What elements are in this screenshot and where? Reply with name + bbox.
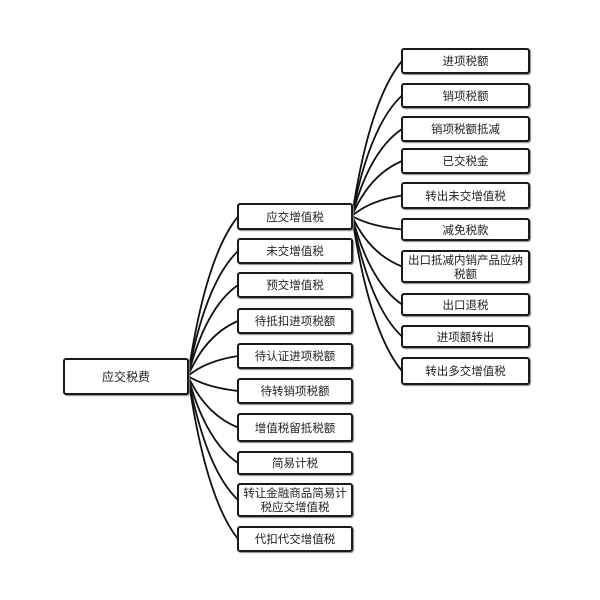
- connector-root-to-level1: [187, 375, 239, 429]
- node-input-tax-transfer-out: 进项额转出: [401, 325, 530, 348]
- connector-root-to-level1: [187, 215, 239, 377]
- connector-root-to-level1: [187, 375, 239, 464]
- connector-root-to-level1: [187, 375, 239, 501]
- connector-vat-to-level2: [351, 215, 403, 338]
- connector-root-to-level1: [187, 375, 239, 392]
- node-financial-products-simplified-vat: 转让金融商品简易计税应交增值税: [237, 483, 353, 517]
- connector-vat-to-level2: [351, 94, 403, 217]
- connector-root-to-level1: [187, 355, 239, 377]
- node-tax-paid: 已交税金: [401, 148, 530, 174]
- node-input-tax-to-certify: 待认证进项税额: [237, 343, 353, 369]
- connector-vat-to-level2: [351, 215, 403, 372]
- node-input-tax-to-deduct: 待抵扣进项税额: [237, 308, 353, 334]
- root-node: 应交税费: [63, 358, 189, 395]
- node-output-tax-deduction: 销项税额抵减: [401, 116, 530, 142]
- node-tax-exemption: 减免税款: [401, 218, 530, 241]
- node-input-tax: 进项税额: [401, 48, 530, 74]
- connector-root-to-level1: [187, 250, 239, 377]
- connector-vat-to-level2: [351, 60, 403, 217]
- node-output-tax: 销项税额: [401, 83, 530, 108]
- connector-vat-to-level2: [351, 215, 403, 306]
- node-withheld-vat: 代扣代交增值税: [237, 526, 353, 552]
- connector-root-to-level1: [187, 375, 239, 540]
- node-transfer-overpaid-vat: 转出多交增值税: [401, 357, 530, 385]
- connector-vat-to-level2: [351, 215, 403, 231]
- connector-vat-to-level2: [351, 128, 403, 217]
- node-transfer-unpaid-vat: 转出未交增值税: [401, 182, 530, 209]
- node-vat-retained-credit: 增值税留抵税额: [237, 413, 353, 442]
- node-unpaid-vat: 未交增值税: [237, 238, 353, 264]
- connector-root-to-level1: [187, 320, 239, 377]
- connector-root-to-level1: [187, 284, 239, 377]
- node-vat-payable: 应交增值税: [237, 203, 353, 230]
- connector-vat-to-level2: [351, 160, 403, 217]
- node-export-refund: 出口退税: [401, 293, 530, 316]
- connector-vat-to-level2: [351, 215, 403, 268]
- node-output-tax-to-transfer: 待转销项税额: [237, 378, 353, 404]
- connector-vat-to-level2: [351, 194, 403, 217]
- node-export-offset-domestic-tax: 出口抵减内销产品应纳税额: [401, 250, 530, 283]
- node-simplified-tax: 简易计税: [237, 451, 353, 475]
- node-prepaid-vat: 预交增值税: [237, 272, 353, 298]
